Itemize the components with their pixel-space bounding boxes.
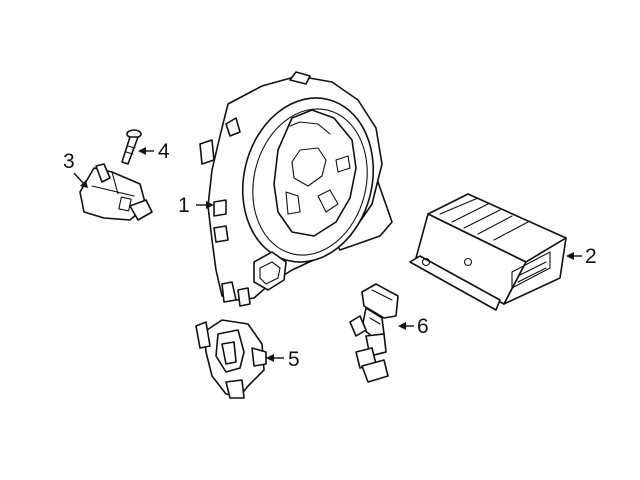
callout-4: 4 [138, 140, 170, 163]
callout-6: 6 [398, 315, 429, 338]
part-6-connector [349, 283, 399, 383]
leader-line-3 [73, 172, 85, 185]
leader-arrow-2 [566, 252, 574, 260]
callout-label-3: 3 [63, 150, 75, 173]
callout-label-2: 2 [585, 245, 597, 268]
callout-2: 2 [566, 245, 597, 268]
leader-arrow-3 [80, 180, 88, 188]
leader-arrow-4 [138, 147, 146, 155]
leader-arrow-5 [266, 354, 274, 362]
callout-label-5: 5 [288, 348, 300, 371]
part-2-control-module [409, 193, 567, 311]
callout-1: 1 [178, 194, 214, 217]
callout-label-6: 6 [417, 315, 429, 338]
callout-5: 5 [266, 348, 300, 371]
callout-label-4: 4 [158, 140, 170, 163]
callout-label-1: 1 [178, 194, 190, 217]
leader-arrow-6 [398, 322, 406, 330]
part-4-bolt [121, 129, 142, 165]
part-1-clock-spring [199, 71, 393, 307]
part-3-impact-sensor [79, 163, 153, 221]
callout-3: 3 [63, 150, 88, 188]
part-5-side-sensor [195, 319, 267, 399]
leader-arrow-1 [206, 201, 214, 209]
